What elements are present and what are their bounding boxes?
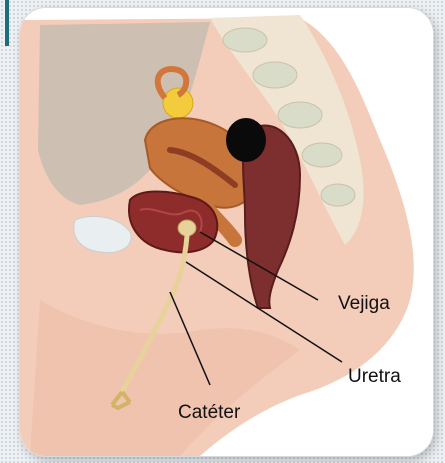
rectal-lumen: [226, 118, 266, 162]
bladder-label: Vejiga: [338, 294, 390, 313]
pelvis-anatomy-illustration: [20, 8, 433, 456]
urethra-label: Uretra: [348, 367, 401, 386]
catheter-label: Catéter: [178, 403, 240, 422]
illustration-card: Vejiga Uretra Catéter: [20, 8, 433, 456]
accent-bar: [5, 0, 9, 46]
